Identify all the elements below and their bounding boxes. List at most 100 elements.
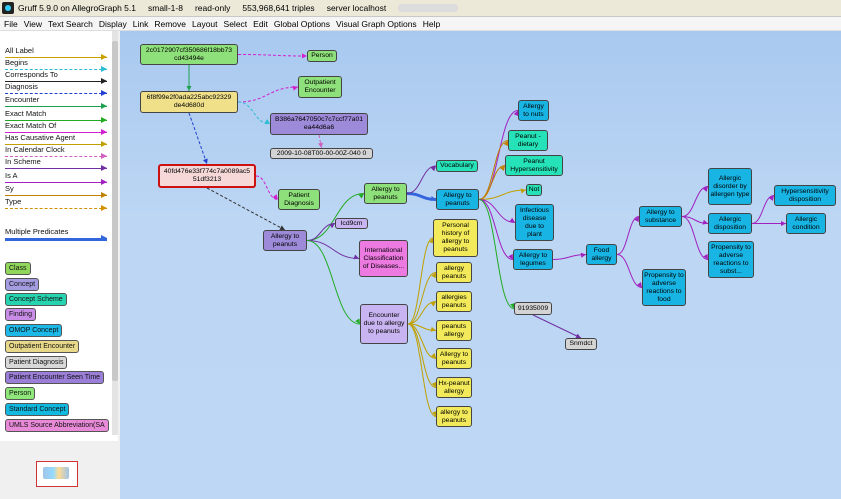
- graph-node-y4[interactable]: Allergy to peanuts: [436, 348, 472, 369]
- menu-edit[interactable]: Edit: [253, 18, 268, 29]
- graph-node-b386[interactable]: B386a7647050c7c7ccf77a01 ea44d6a6: [270, 113, 368, 135]
- menu-select[interactable]: Select: [223, 18, 248, 29]
- predicate-is-a[interactable]: Is A: [5, 171, 109, 185]
- class-class[interactable]: Class: [5, 262, 31, 275]
- class-umls-source-abbreviation-sa[interactable]: UMLS Source Abbreviation(SA: [5, 419, 109, 432]
- legend-scrollbar[interactable]: [112, 31, 118, 435]
- edge-arrowhead-icon: [634, 216, 639, 223]
- graph-node-infect[interactable]: Infectious disease due to plant: [515, 204, 554, 241]
- graph-node-pd[interactable]: Patient Diagnosis: [278, 189, 320, 210]
- graph-edge: [478, 165, 506, 200]
- graph-node-40fd[interactable]: 40fd476e33f774c7a0089ac5 51df3213: [158, 164, 256, 188]
- predicate-exact-match-of[interactable]: Exact Match Of: [5, 121, 109, 135]
- menu-visual-graph-options[interactable]: Visual Graph Options: [336, 18, 417, 29]
- arrow-icon: [101, 179, 107, 185]
- graph-node-vocab[interactable]: Vocabulary: [436, 160, 478, 172]
- graph-node-disp[interactable]: Allergic disposition: [708, 213, 752, 234]
- predicate-in-scheme[interactable]: In Scheme: [5, 157, 109, 171]
- menu-display[interactable]: Display: [98, 18, 127, 29]
- class-outpatient-encounter[interactable]: Outpatient Encounter: [5, 340, 80, 353]
- node-label: Propensity to adverse reactions to food: [644, 271, 684, 303]
- menu-text-search[interactable]: Text Search: [47, 18, 93, 29]
- graph-node-legumes[interactable]: Allergy to legumes: [513, 249, 553, 270]
- graph-node-atop2[interactable]: Allergy to peanuts: [436, 189, 479, 210]
- graph-node-y3[interactable]: peanuts allergy: [436, 320, 472, 341]
- graph-node-y5[interactable]: Hx-peanut allergy: [436, 377, 472, 398]
- predicate-exact-match[interactable]: Exact Match: [5, 109, 109, 123]
- graph-node-a2p[interactable]: Allergy to peanuts: [263, 230, 307, 251]
- predicate-multiple-predicates[interactable]: Multiple Predicates: [5, 227, 109, 241]
- graph-node-hyper[interactable]: Hypersensitivity disposition: [774, 185, 836, 206]
- graph-node-outp[interactable]: Outpatient Encounter: [298, 76, 342, 98]
- menu-file[interactable]: File: [4, 18, 18, 29]
- predicate-diagnosis[interactable]: Diagnosis: [5, 82, 109, 96]
- class-concept[interactable]: Concept: [5, 278, 40, 291]
- graph-node-subst[interactable]: Allergy to substance: [639, 206, 682, 227]
- graph-node-not[interactable]: Not: [526, 184, 542, 196]
- graph-node-propfood[interactable]: Propensity to adverse reactions to food: [642, 269, 686, 306]
- graph-node-6f8f[interactable]: 6f8f99e2f0ada225abc92329 de4d680d: [140, 91, 238, 113]
- graph-node-icd[interactable]: International Classification of Diseases…: [359, 240, 408, 277]
- menu-help[interactable]: Help: [422, 18, 441, 29]
- predicate-label: Corresponds To: [5, 70, 58, 79]
- edge-arrowhead-icon: [636, 282, 642, 288]
- graph-node-personal[interactable]: Personal history of allergy to peanuts: [433, 219, 478, 257]
- arrow-icon: [101, 54, 107, 60]
- graph-node-disorder[interactable]: Allergic disorder by allergen type: [708, 168, 752, 205]
- menu-layout[interactable]: Layout: [192, 18, 218, 29]
- predicate-sy[interactable]: Sy: [5, 184, 109, 198]
- predicate-line: [5, 238, 107, 241]
- legend-scrollbar-thumb[interactable]: [112, 41, 118, 381]
- graph-node-propsub[interactable]: Propensity to adverse reactions to subst…: [708, 241, 754, 278]
- graph-node-peanuth[interactable]: Peanut Hypersensitivity: [505, 155, 563, 176]
- class-standard-concept[interactable]: Standard Concept: [5, 403, 70, 416]
- predicate-in-calendar-clock[interactable]: In Calendar Clock: [5, 145, 109, 159]
- predicate-all-label[interactable]: All Label: [5, 46, 109, 60]
- predicate-type[interactable]: Type: [5, 197, 109, 211]
- predicate-encounter[interactable]: Encounter: [5, 95, 109, 109]
- node-label: Not: [528, 186, 540, 193]
- graph-canvas[interactable]: 2c0172907cf350686f18bb73 cd43494e Person 6…: [120, 31, 841, 499]
- graph-edge: [306, 193, 365, 241]
- graph-node-y2[interactable]: allergies peanuts: [436, 291, 472, 312]
- graph-node-919[interactable]: 91935009: [514, 302, 552, 315]
- graph-node-cond[interactable]: Allergic condition: [786, 213, 826, 234]
- graph-node-enc[interactable]: Encounter due to allergy to peanuts: [360, 304, 408, 344]
- graph-overview-thumbnail[interactable]: [36, 461, 78, 487]
- graph-node-date[interactable]: 2009-10-08T00-00-00Z-040 0: [270, 148, 373, 159]
- graph-node-nuts[interactable]: Allergy to nuts: [518, 100, 549, 121]
- graph-node-2c01[interactable]: 2c0172907cf350686f18bb73 cd43494e: [140, 44, 238, 65]
- graph-edge: [552, 254, 587, 260]
- class-person[interactable]: Person: [5, 387, 36, 400]
- graph-node-snomed[interactable]: Snmdct: [565, 338, 597, 350]
- graph-node-y1[interactable]: allergy peanuts: [436, 262, 472, 283]
- predicate-line: [5, 195, 107, 196]
- graph-node-food[interactable]: Food allergy: [586, 244, 617, 265]
- predicate-corresponds-to[interactable]: Corresponds To: [5, 70, 109, 84]
- node-label: Allergy to nuts: [523, 102, 544, 118]
- edge-arrowhead-icon: [279, 225, 285, 230]
- edge-arrowhead-icon: [503, 140, 509, 147]
- predicate-line: [5, 208, 107, 209]
- edge-arrowhead-icon: [781, 221, 786, 226]
- menu-link[interactable]: Link: [132, 18, 149, 29]
- menu-remove[interactable]: Remove: [154, 18, 186, 29]
- graph-node-atop1[interactable]: Allergy to peanuts: [364, 183, 407, 204]
- class-omop-concept[interactable]: OMOP Concept: [5, 324, 63, 337]
- menu-global-options[interactable]: Global Options: [273, 18, 331, 29]
- graph-node-peanutd[interactable]: Peanut - dietary: [508, 130, 548, 151]
- graph-node-person[interactable]: Person: [307, 50, 337, 62]
- graph-node-icd[interactable]: Icd9cm: [335, 218, 368, 229]
- graph-edge: [237, 86, 299, 103]
- graph-node-y6[interactable]: allergy to peanuts: [436, 406, 472, 427]
- predicate-begins[interactable]: Begins: [5, 58, 109, 72]
- class-concept-scheme[interactable]: Concept Scheme: [5, 293, 67, 306]
- class-patient-diagnosis[interactable]: Patient Diagnosis: [5, 356, 68, 369]
- graph-edge: [407, 323, 437, 388]
- predicate-has-causative-agent[interactable]: Has Causative Agent: [5, 133, 109, 147]
- node-label: Encounter due to allergy to peanuts: [363, 312, 405, 335]
- class-finding[interactable]: Finding: [5, 308, 36, 321]
- class-patient-encounter-seen-time[interactable]: Patient Encounter Seen Time: [5, 371, 105, 384]
- menu-view[interactable]: View: [23, 18, 42, 29]
